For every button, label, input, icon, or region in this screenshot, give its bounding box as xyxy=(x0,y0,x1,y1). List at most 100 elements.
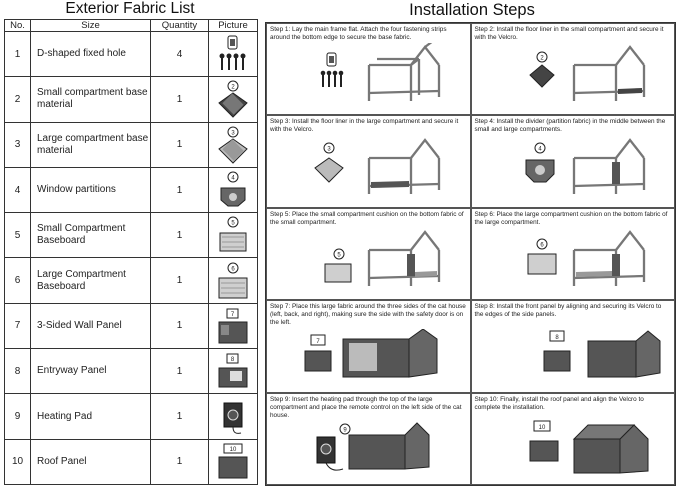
step-4: Step 4: Install the divider (partition f… xyxy=(470,115,675,208)
badge-number: 10 xyxy=(538,425,545,431)
frame-divider-illustration: 4 xyxy=(525,137,645,194)
step-10: Step 10: Finally, install the roof panel… xyxy=(470,392,675,485)
installation-title: Installation Steps xyxy=(409,1,535,19)
frame-cushion-illustration: 5 xyxy=(324,230,441,287)
row-number: 6 xyxy=(4,257,31,304)
table-row: 6 Large Compartment Baseboard 1 6 xyxy=(4,257,258,304)
house-front-panel-illustration: 8 xyxy=(543,329,661,378)
row-size: Heating Pad xyxy=(30,393,151,440)
step-7: Step 7: Place this large fabric around t… xyxy=(266,300,471,393)
step-8: Step 8: Install the front panel by align… xyxy=(470,300,675,393)
step-text: Step 4: Install the divider (partition f… xyxy=(474,118,666,134)
frame-floor-liner-illustration: 2 xyxy=(529,45,645,102)
roof-panel-icon: 10 xyxy=(208,438,258,486)
table-row: 4 Window partitions 1 4 xyxy=(4,166,258,214)
badge-number: 2 xyxy=(231,85,235,91)
row-number: 9 xyxy=(4,393,31,440)
step-2: Step 2: Install the floor liner in the s… xyxy=(470,23,675,116)
table-header-row: No. Size Quantity Picture xyxy=(4,19,258,32)
badge-number: 8 xyxy=(555,335,559,341)
house-wall-panel-illustration: 7 xyxy=(304,328,438,378)
wall-panel-icon: 7 xyxy=(208,302,258,350)
table-row: 2 Small compartment base material 1 2 xyxy=(4,76,258,123)
row-number: 7 xyxy=(4,302,31,350)
frame-with-strips-illustration xyxy=(320,43,441,102)
badge-number: 7 xyxy=(231,312,235,318)
house-roof-illustration: 10 xyxy=(529,420,649,474)
step-text: Step 8: Install the front panel by align… xyxy=(474,303,662,319)
step-text: Step 1: Lay the main frame flat. Attach … xyxy=(270,26,447,41)
step-1: Step 1: Lay the main frame flat. Attach … xyxy=(266,23,471,116)
fastening-strips-icon xyxy=(208,30,258,78)
installation-steps-grid: Step 1: Lay the main frame flat. Attach … xyxy=(265,22,676,486)
table-row: 5 Small Compartment Baseboard 1 5 xyxy=(4,212,258,259)
badge-number: 5 xyxy=(338,253,342,259)
table-row: 9 Heating Pad 1 xyxy=(4,393,258,440)
header-size: Size xyxy=(30,19,151,32)
row-number: 4 xyxy=(4,166,31,214)
step-text: Step 5: Place the small compartment cush… xyxy=(270,210,464,226)
badge-number: 4 xyxy=(231,176,235,182)
row-number: 8 xyxy=(4,348,31,395)
frame-cushion-illustration: 6 xyxy=(527,230,645,287)
step-text: Step 2: Install the floor liner in the s… xyxy=(474,26,664,41)
row-size: Window partitions xyxy=(30,166,151,214)
row-quantity: 4 xyxy=(150,30,209,78)
cushion-icon: 5 xyxy=(208,212,258,259)
base-fabric-icon: 3 xyxy=(208,121,258,168)
table-row: 7 3-Sided Wall Panel 1 7 xyxy=(4,302,258,350)
row-number: 5 xyxy=(4,212,31,259)
step-3: Step 3: Install the floor liner in the l… xyxy=(266,115,471,208)
header-no: No. xyxy=(4,19,31,32)
row-number: 10 xyxy=(4,438,31,486)
badge-number: 8 xyxy=(231,357,235,363)
row-quantity: 1 xyxy=(150,393,209,440)
step-9: Step 9: Insert the heating pad through t… xyxy=(266,392,471,485)
row-size: 3-Sided Wall Panel xyxy=(30,302,151,350)
badge-number: 6 xyxy=(540,243,544,249)
fabric-list-title: Exterior Fabric List xyxy=(65,0,195,17)
row-size: Small Compartment Baseboard xyxy=(30,212,151,259)
badge-number: 7 xyxy=(317,339,321,345)
fabric-list-table: No. Size Quantity Picture 1 D-shaped fix… xyxy=(4,19,258,486)
base-fabric-icon: 2 xyxy=(208,76,258,123)
step-text: Step 6: Place the large compartment cush… xyxy=(474,210,668,226)
house-heating-pad-illustration: 9 xyxy=(316,422,430,471)
badge-number: 9 xyxy=(344,428,348,434)
step-text: Step 10: Finally, install the roof panel… xyxy=(474,395,644,411)
row-size: Small compartment base material xyxy=(30,76,151,123)
row-size: Roof Panel xyxy=(30,438,151,486)
row-quantity: 1 xyxy=(150,166,209,214)
row-quantity: 1 xyxy=(150,212,209,259)
row-quantity: 1 xyxy=(150,438,209,486)
partition-fabric-icon: 4 xyxy=(208,166,258,214)
table-row: 10 Roof Panel 1 10 xyxy=(4,438,258,486)
row-size: Large compartment base material xyxy=(30,121,151,168)
row-size: Large Compartment Baseboard xyxy=(30,257,151,304)
badge-number: 4 xyxy=(538,146,542,152)
table-row: 8 Entryway Panel 1 8 xyxy=(4,348,258,395)
row-number: 2 xyxy=(4,76,31,123)
row-number: 3 xyxy=(4,121,31,168)
row-quantity: 1 xyxy=(150,121,209,168)
row-number: 1 xyxy=(4,30,31,78)
cushion-icon: 6 xyxy=(208,257,258,304)
row-quantity: 1 xyxy=(150,348,209,395)
badge-number: 6 xyxy=(231,266,235,272)
header-quantity: Quantity xyxy=(150,19,209,32)
row-quantity: 1 xyxy=(150,257,209,304)
table-row: 3 Large compartment base material 1 3 xyxy=(4,121,258,168)
frame-floor-liner-illustration: 3 xyxy=(314,137,441,194)
step-text: Step 9: Insert the heating pad through t… xyxy=(270,395,462,419)
step-5: Step 5: Place the small compartment cush… xyxy=(266,207,471,301)
badge-number: 3 xyxy=(328,146,332,152)
badge-number: 5 xyxy=(231,221,235,227)
row-size: Entryway Panel xyxy=(30,348,151,395)
badge-number: 3 xyxy=(231,130,235,136)
heating-pad-icon xyxy=(208,393,258,440)
badge-number: 10 xyxy=(230,447,237,453)
row-quantity: 1 xyxy=(150,76,209,123)
header-picture: Picture xyxy=(208,19,258,32)
step-6: Step 6: Place the large compartment cush… xyxy=(470,207,675,301)
entry-panel-icon: 8 xyxy=(208,348,258,395)
